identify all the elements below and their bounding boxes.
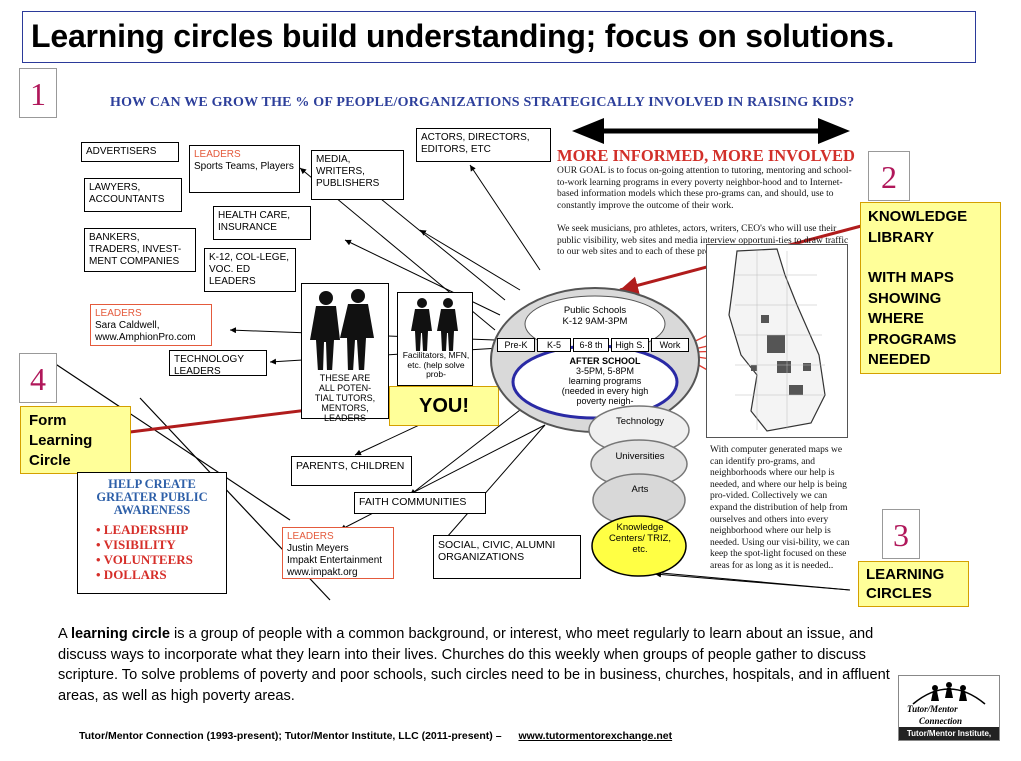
sara-name: Sara Caldwell, — [95, 320, 160, 331]
description-prefix: A — [58, 626, 71, 642]
social-box: SOCIAL, CIVIC, ALUMNI ORGANIZATIONS — [433, 535, 581, 579]
sports-label: Sports Teams, Players — [194, 161, 294, 172]
learning-circle-description: A learning circle is a group of people w… — [58, 624, 918, 706]
map-panel — [706, 244, 848, 438]
awareness-box: HELP CREATE GREATER PUBLIC AWARENESS • L… — [77, 472, 227, 594]
knowledge-library-title: KNOWLEDGE LIBRARY — [868, 208, 968, 246]
goal-text: OUR GOAL is to focus on-going attention … — [557, 166, 852, 211]
page-title: Learning circles build understanding; fo… — [31, 18, 895, 54]
number-1-box: 1 — [19, 68, 57, 118]
justin-leaders-box: LEADERS Justin Meyers Impakt Entertainme… — [282, 527, 394, 579]
logo-caption: Tutor/Mentor Institute, LLC — [899, 727, 999, 751]
justin-site: www.impakt.org — [287, 567, 358, 578]
bankers-box: BANKERS, TRADERS, INVEST-MENT COMPANIES — [84, 228, 196, 272]
segment-prek: Pre-K — [497, 338, 535, 352]
awareness-item: • DOLLARS — [96, 567, 167, 582]
footer-text: Tutor/Mentor Connection (1993-present); … — [79, 730, 502, 742]
description-body: is a group of people with a common backg… — [58, 626, 890, 704]
knowledge-library-box: KNOWLEDGE LIBRARY WITH MAPS SHOWING WHER… — [860, 202, 1001, 374]
k12-label: K-12, COL-LEGE, VOC. ED LEADERS — [209, 252, 290, 287]
public-schools-text: Public Schools — [563, 305, 627, 316]
social-label: SOCIAL, CIVIC, ALUMNI ORGANIZATIONS — [438, 539, 556, 563]
faith-label: FAITH COMMUNITIES — [359, 496, 467, 508]
people-silhouette-icon — [411, 298, 458, 351]
facilitators-label: Facilitators, MFN, etc. (help solve prob… — [402, 350, 470, 379]
leaders-tag: LEADERS — [194, 149, 241, 160]
awareness-item: • VOLUNTEERS — [96, 552, 193, 567]
actors-box: ACTORS, DIRECTORS, EDITORS, ETC — [416, 128, 551, 162]
bankers-label: BANKERS, TRADERS, INVEST-MENT COMPANIES — [89, 232, 182, 267]
seek-text: We seek musicians, pro athletes, actors,… — [557, 224, 849, 258]
you-box: YOU! — [389, 386, 499, 426]
awareness-list: • LEADERSHIP • VISIBILITY • VOLUNTEERS •… — [78, 522, 226, 582]
people-silhouette-icon — [310, 289, 374, 372]
media-label: MEDIA, WRITERS, PUBLISHERS — [316, 154, 380, 189]
lawyers-label: LAWYERS, ACCOUNTANTS — [89, 182, 165, 205]
after-school-desc: learning programs (needed in every high … — [561, 376, 649, 406]
segment-k5: K-5 — [537, 338, 571, 352]
health-care-box: HEALTH CARE, INSURANCE — [213, 206, 311, 240]
chicago-map-icon — [728, 248, 826, 432]
logo-line2: Connection — [919, 716, 963, 726]
grade-segments: Pre-K K-5 6-8 th High S. Work — [497, 338, 689, 352]
awareness-title: HELP CREATE GREATER PUBLIC AWARENESS — [96, 477, 208, 517]
more-informed-heading: MORE INFORMED, MORE INVOLVED — [557, 146, 855, 165]
segment-work: Work — [651, 338, 689, 352]
tutor-mentor-logo: Tutor/Mentor Connection Tutor/Mentor Ins… — [898, 675, 1000, 751]
circle-universities: Universities — [615, 451, 665, 462]
circle-arts: Arts — [631, 484, 649, 495]
description-term: learning circle — [70, 626, 170, 642]
facilitators-box: Facilitators, MFN, etc. (help solve prob… — [397, 292, 473, 386]
logo-line1: Tutor/Mentor — [907, 704, 958, 714]
public-schools-label: Public Schools K-12 9AM-3PM — [530, 305, 660, 327]
leaders-tag: LEADERS — [95, 308, 142, 319]
public-schools-hours: K-12 9AM-3PM — [562, 316, 628, 327]
justin-org: Impakt Entertainment — [287, 555, 383, 566]
media-box: MEDIA, WRITERS, PUBLISHERS — [311, 150, 404, 200]
technology-leaders-box: TECHNOLOGY LEADERS — [169, 350, 267, 377]
k12-leaders-box: K-12, COL-LEGE, VOC. ED LEADERS — [204, 248, 296, 292]
circle-knowledge-centers: Knowledge Centers/ TRIZ, etc. — [608, 522, 672, 555]
segment-6-8: 6-8 th — [573, 338, 609, 352]
after-school-label: AFTER SCHOOL 3-5PM, 5-8PM learning progr… — [555, 356, 655, 406]
after-school-hours: 3-5PM, 5-8PM — [575, 366, 635, 376]
double-arrow-icon — [572, 118, 850, 144]
tutors-box: THESE ARE ALL POTEN-TIAL TUTORS, MENTORS… — [301, 283, 389, 423]
number-4-box: 4 — [19, 353, 57, 403]
segment-high: High S. — [611, 338, 649, 352]
awareness-item: • LEADERSHIP — [96, 522, 189, 537]
parents-label: PARENTS, CHILDREN — [296, 460, 405, 472]
people-circle-icon — [912, 682, 986, 705]
tutors-label: THESE ARE ALL POTEN-TIAL TUTORS, MENTORS… — [308, 370, 382, 423]
number-3-box: 3 — [882, 509, 920, 559]
question-heading: HOW CAN WE GROW THE % OF PEOPLE/ORGANIZA… — [110, 95, 855, 110]
footer-link[interactable]: www.tutormentorexchange.net — [518, 730, 673, 742]
faith-box: FAITH COMMUNITIES — [354, 492, 486, 514]
maps-text: WITH MAPS SHOWING WHERE PROGRAMS NEEDED — [868, 269, 957, 368]
lawyers-box: LAWYERS, ACCOUNTANTS — [84, 178, 182, 212]
leaders-tag: LEADERS — [287, 531, 334, 542]
sports-leaders-box: LEADERS Sports Teams, Players — [189, 145, 300, 193]
sara-leaders-box: LEADERS Sara Caldwell, www.AmphionPro.co… — [90, 304, 212, 346]
sara-site: www.AmphionPro.com — [95, 332, 196, 343]
tech-label: TECHNOLOGY LEADERS — [174, 354, 244, 377]
parents-box: PARENTS, CHILDREN — [291, 456, 412, 486]
number-2-box: 2 — [868, 151, 910, 201]
learning-circles-stack — [588, 405, 690, 577]
actors-label: ACTORS, DIRECTORS, EDITORS, ETC — [421, 132, 530, 155]
title-box: Learning circles build understanding; fo… — [22, 11, 976, 63]
form-learning-circle-box: Form Learning Circle — [20, 406, 131, 474]
awareness-item: • VISIBILITY — [96, 537, 176, 552]
justin-name: Justin Meyers — [287, 543, 349, 554]
after-school-title: AFTER SCHOOL — [569, 356, 641, 366]
learning-circles-box: LEARNING CIRCLES — [858, 561, 969, 607]
advertisers-box: ADVERTISERS — [81, 142, 179, 162]
map-caption: With computer generated maps we can iden… — [710, 445, 850, 571]
advertisers-label: ADVERTISERS — [86, 146, 157, 157]
circle-technology: Technology — [615, 416, 665, 427]
footer: Tutor/Mentor Connection (1993-present); … — [79, 730, 672, 742]
health-label: HEALTH CARE, INSURANCE — [218, 210, 291, 233]
